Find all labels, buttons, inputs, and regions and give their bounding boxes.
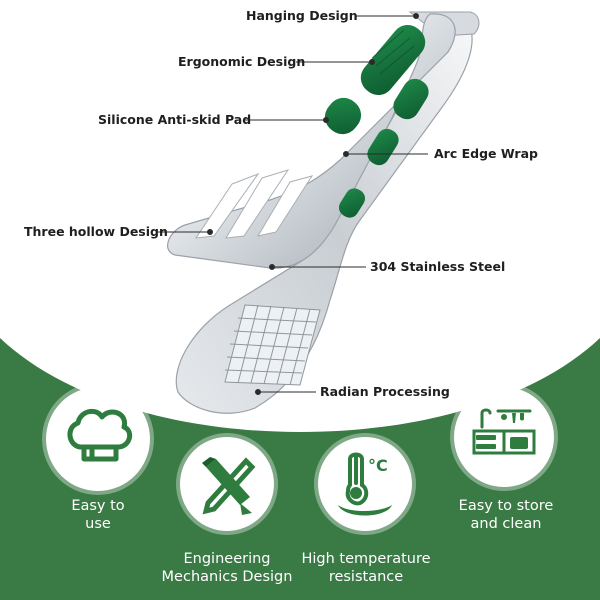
chef-hat-icon [67,408,133,462]
feature-label-high-temp: High temperature resistance [301,551,431,585]
grill-grid [224,304,321,386]
callout-three-hollow: Three hollow Design [24,224,168,239]
callout-ergonomic-design: Ergonomic Design [178,54,306,69]
callout-hanging-design: Hanging Design [246,8,358,23]
feature-badge-high-temp: °C [318,437,412,531]
upper-silicone-pads [324,24,426,135]
spatula-slots [194,169,314,239]
lower-silicone-pads [338,78,429,218]
celsius-symbol: °C [368,456,388,475]
feature-badge-engineering [180,437,274,531]
callout-arc-edge-wrap: Arc Edge Wrap [434,146,538,161]
kitchen-sink-icon [472,408,536,455]
callout-silicone-pad: Silicone Anti-skid Pad [98,112,252,127]
thermometer-celsius-icon: °C [338,452,392,516]
callout-stainless-steel: 304 Stainless Steel [370,259,506,274]
feature-label-easy-store: Easy to store and clean [458,498,554,532]
pencil-ruler-icon [202,457,256,515]
feature-badge-easy-to-use [46,387,150,491]
feature-label-engineering: Engineering Mechanics Design [161,551,293,585]
feature-label-easy-to-use: Easy to use [71,498,125,532]
callout-radian-processing: Radian Processing [320,384,450,399]
feature-badge-easy-store [454,387,554,487]
